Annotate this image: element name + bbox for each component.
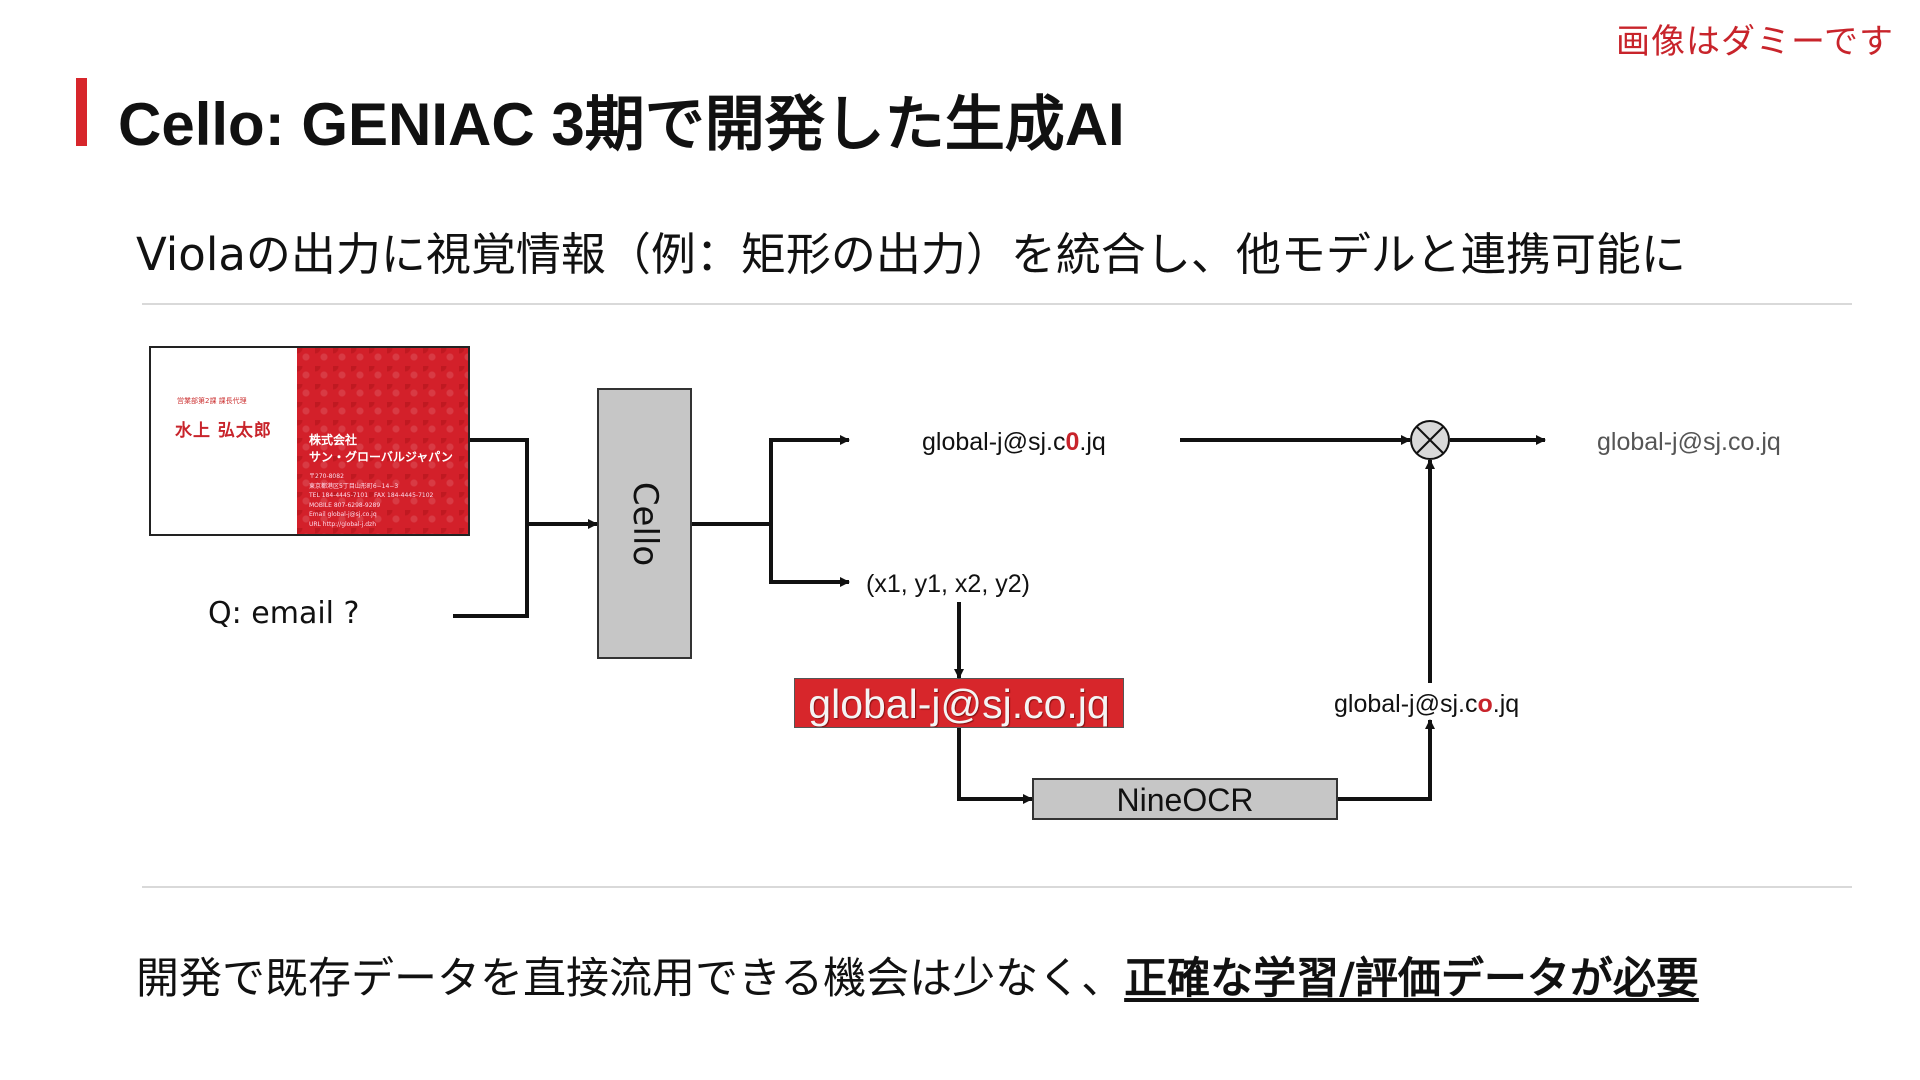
- cropped-email-text: global-j@sj.co.jq: [808, 681, 1110, 727]
- cropped-email-region: global-j@sj.co.jq: [794, 678, 1124, 728]
- dummy-image-notice: 画像はダミーです: [1616, 22, 1894, 62]
- cello-to-email-arrow: [769, 435, 850, 524]
- card-to-merge-line: [470, 438, 529, 524]
- card-white-panel: 営業部第2課 課長代理 水上 弘太郎: [151, 348, 297, 534]
- footer-emphasis: 正確な学習/評価データが必要: [1124, 954, 1699, 1004]
- ocr-email-output: global-j@sj.co.jq: [1334, 690, 1519, 719]
- email-text-part: .jq: [1492, 690, 1520, 718]
- email-text-part: global-j@sj.c: [922, 428, 1066, 456]
- bottom-divider: [142, 886, 1852, 888]
- card-detail-line: 〒270-8082: [309, 473, 344, 480]
- email-error-char: 0: [1065, 428, 1080, 456]
- ocr-to-email-arrow: [1338, 719, 1435, 801]
- card-detail-line: MOBILE 807-6298-9289: [309, 501, 381, 509]
- cello-to-coords-arrow: [769, 524, 850, 587]
- title-accent-bar: [76, 78, 87, 146]
- cello-email-output: global-j@sj.c0.jq: [922, 428, 1106, 457]
- page-subtitle: Violaの出力に視覚情報（例：矩形の出力）を統合し、他モデルと連携可能に: [136, 228, 1686, 281]
- card-details: 〒270-8082 東京都港区5丁目山形町6−14−3 TEL 184-4445…: [309, 472, 433, 529]
- crop-to-ocr-arrow: [957, 728, 1033, 804]
- final-email-output: global-j@sj.co.jq: [1597, 428, 1781, 456]
- business-card-image: 営業部第2課 課長代理 水上 弘太郎 株式会社 サン・グローバルジャパン 〒27…: [149, 346, 470, 536]
- card-department: 営業部第2課 課長代理: [177, 397, 247, 405]
- top-divider: [142, 303, 1852, 305]
- card-company-line2: サン・グローバルジャパン: [309, 450, 453, 464]
- footer-text: 開発で既存データを直接流用できる機会は少なく、: [136, 954, 1125, 1004]
- footer-statement: 開発で既存データを直接流用できる機会は少なく、正確な学習/評価データが必要: [136, 944, 1699, 1006]
- email-text-part: global-j@sj.c: [1334, 690, 1478, 718]
- question-input-label: Q: email ?: [208, 596, 360, 631]
- card-company-line1: 株式会社: [309, 433, 358, 447]
- nineocr-model-box: NineOCR: [1032, 778, 1338, 820]
- card-detail-line: URL http://global-j.dzh: [309, 520, 376, 528]
- page-title: Cello: GENIAC 3期で開発した生成AI: [118, 91, 1125, 158]
- nineocr-model-label: NineOCR: [1116, 782, 1254, 818]
- card-detail-line: TEL 184-4445-7101 FAX 184-4445-7102: [309, 492, 434, 499]
- card-person-name: 水上 弘太郎: [175, 421, 272, 441]
- cello-model-label: Cello: [624, 481, 665, 566]
- card-detail-line: Email global-j@sj.co.jq: [309, 511, 377, 518]
- email-corrected-char: o: [1477, 690, 1493, 718]
- email-text-part: .jq: [1079, 428, 1106, 456]
- combiner-icon: [1410, 420, 1450, 460]
- card-company: 株式会社 サン・グローバルジャパン: [309, 432, 453, 466]
- card-detail-line: 東京都港区5丁目山形町6−14−3: [309, 482, 399, 490]
- question-to-merge-line: [453, 524, 529, 618]
- bbox-coordinates-output: (x1, y1, x2, y2): [866, 570, 1030, 598]
- cello-model-box: Cello: [597, 388, 692, 659]
- card-red-panel: 株式会社 サン・グローバルジャパン 〒270-8082 東京都港区5丁目山形町6…: [297, 348, 468, 534]
